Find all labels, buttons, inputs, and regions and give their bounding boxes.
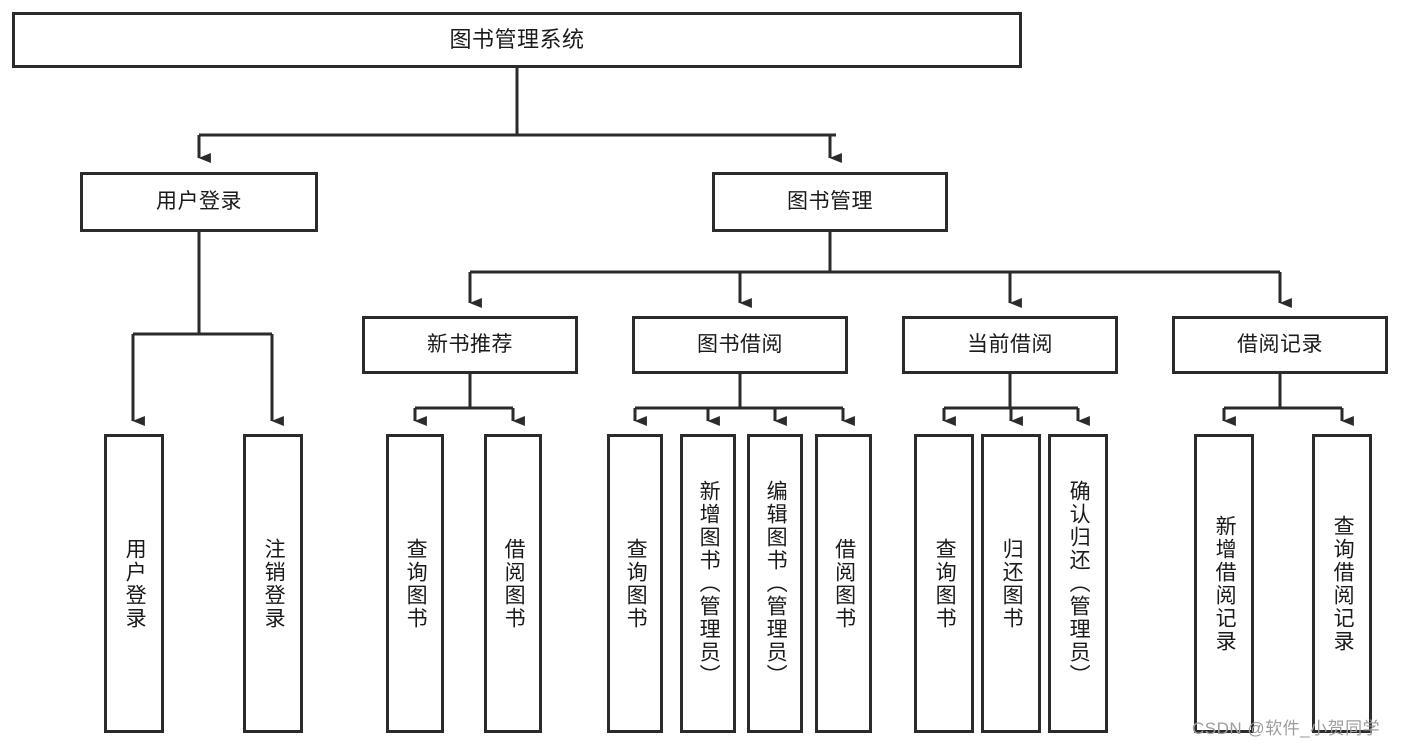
node-leaf-3[interactable]: 查询图书 xyxy=(386,434,444,733)
node-root-label: 图书管理系统 xyxy=(449,26,585,52)
node-leaf-11[interactable]: 确认归还（管理员） xyxy=(1048,434,1108,733)
node-level2-4-label: 借阅记录 xyxy=(1237,333,1323,357)
node-level2-3[interactable]: 当前借阅 xyxy=(902,316,1118,374)
node-leaf-12[interactable]: 新增借阅记录 xyxy=(1194,434,1254,733)
node-leaf-9[interactable]: 查询图书 xyxy=(914,434,974,733)
node-leaf-3-label: 查询图书 xyxy=(404,537,428,630)
node-leaf-13[interactable]: 查询借阅记录 xyxy=(1312,434,1372,733)
node-leaf-8[interactable]: 借阅图书 xyxy=(815,434,872,733)
node-leaf-12-label: 新增借阅记录 xyxy=(1213,514,1237,653)
node-leaf-10[interactable]: 归还图书 xyxy=(981,434,1041,733)
node-leaf-2[interactable]: 注销登录 xyxy=(243,434,303,733)
node-level2-2[interactable]: 图书借阅 xyxy=(632,316,848,374)
node-root[interactable]: 图书管理系统 xyxy=(12,12,1022,68)
node-leaf-6-label: 新增图书（管理员） xyxy=(697,480,721,687)
node-leaf-1-label: 用户登录 xyxy=(123,537,147,630)
node-level1-2-label: 图书管理 xyxy=(787,190,873,214)
node-level2-2-label: 图书借阅 xyxy=(697,333,783,357)
node-level1-1[interactable]: 用户登录 xyxy=(80,172,318,232)
node-level2-1[interactable]: 新书推荐 xyxy=(362,316,578,374)
node-leaf-5[interactable]: 查询图书 xyxy=(607,434,663,733)
node-leaf-1[interactable]: 用户登录 xyxy=(104,434,164,733)
node-leaf-6[interactable]: 新增图书（管理员） xyxy=(680,434,736,733)
node-leaf-4[interactable]: 借阅图书 xyxy=(484,434,542,733)
watermark: CSDN @软件_小贺同学 xyxy=(1192,719,1381,738)
node-level2-4[interactable]: 借阅记录 xyxy=(1172,316,1388,374)
node-level2-1-label: 新书推荐 xyxy=(427,333,513,357)
node-leaf-2-label: 注销登录 xyxy=(262,537,286,630)
node-leaf-9-label: 查询图书 xyxy=(933,537,957,630)
node-leaf-7-label: 编辑图书（管理员） xyxy=(764,480,788,687)
node-leaf-5-label: 查询图书 xyxy=(624,537,648,630)
node-level1-1-label: 用户登录 xyxy=(156,190,242,214)
node-leaf-4-label: 借阅图书 xyxy=(502,537,526,630)
node-leaf-13-label: 查询借阅记录 xyxy=(1331,514,1355,653)
node-leaf-8-label: 借阅图书 xyxy=(832,537,856,630)
node-leaf-11-label: 确认归还（管理员） xyxy=(1067,480,1091,687)
node-level1-2[interactable]: 图书管理 xyxy=(712,172,948,232)
node-level2-3-label: 当前借阅 xyxy=(967,333,1053,357)
node-leaf-10-label: 归还图书 xyxy=(1000,537,1024,630)
node-leaf-7[interactable]: 编辑图书（管理员） xyxy=(747,434,803,733)
